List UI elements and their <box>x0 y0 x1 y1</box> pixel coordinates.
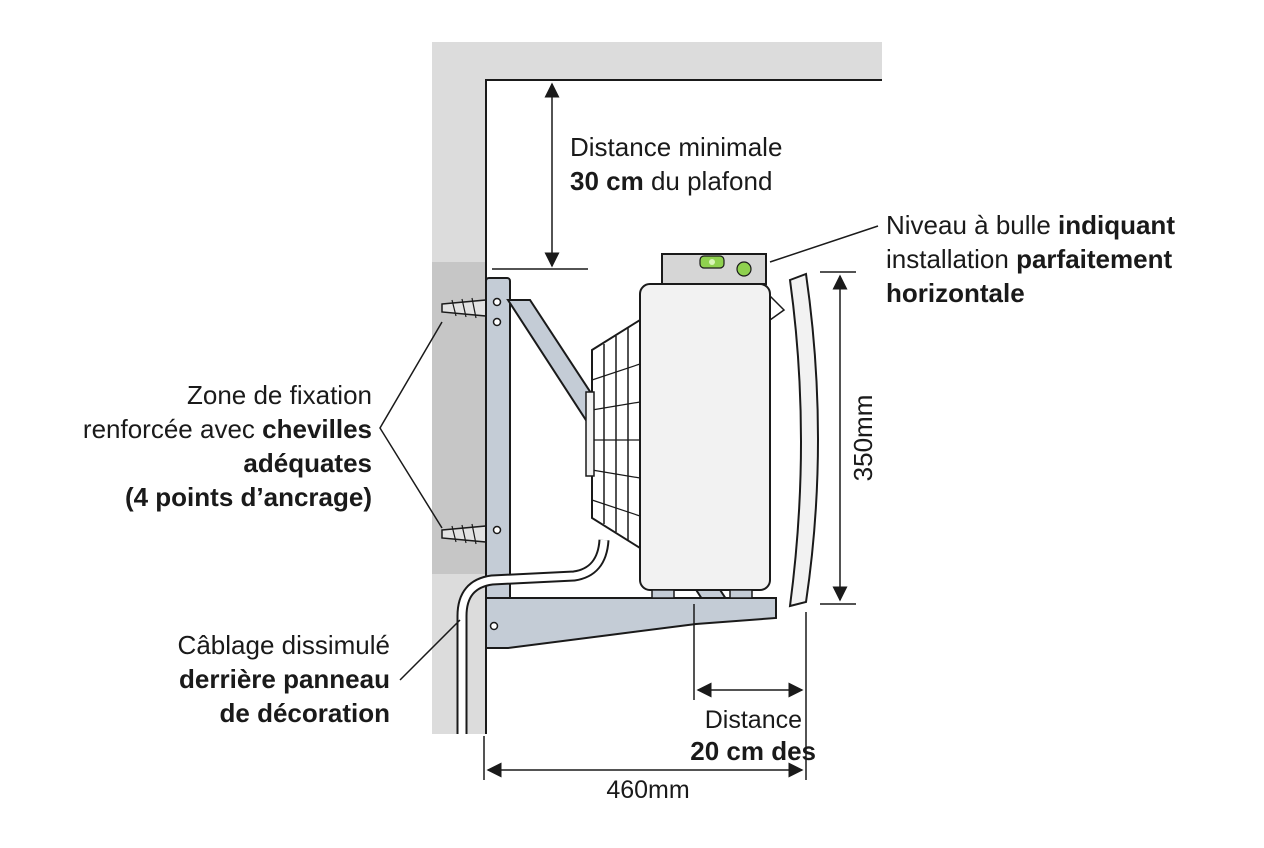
level-label-line1: Niveau à bulle indiquant <box>886 210 1175 240</box>
wall-anchors <box>441 297 487 545</box>
cable-label: Câblage dissimulé derrière panneau de dé… <box>178 630 390 728</box>
height-dimension-label: 350mm <box>848 395 878 482</box>
gap-label-line1: Distance <box>705 706 802 734</box>
depth-dimension <box>483 736 804 780</box>
fix-label-line3: adéquates <box>243 448 372 478</box>
clearance-label: Distance 20 cm des <box>690 706 816 766</box>
heater-body <box>639 283 771 591</box>
spirit-level-label: Niveau à bulle indiquant installation pa… <box>886 210 1175 308</box>
screw-icon <box>492 317 502 327</box>
height-dimension <box>820 271 856 605</box>
level-label-line2: installation parfaitement <box>886 244 1172 274</box>
cable-label-line3: de décoration <box>220 698 390 728</box>
heater-foot-right <box>729 589 753 599</box>
gap-label-line2: 20 cm des <box>690 736 816 766</box>
fixing-zone-leader-line <box>379 321 443 529</box>
fan-grille <box>585 318 641 550</box>
leader-lines <box>379 225 879 681</box>
spirit-level <box>661 253 767 285</box>
level-leader-line <box>769 225 879 263</box>
ceiling <box>432 42 882 80</box>
heater-foot-left <box>651 589 675 599</box>
concealed-cable <box>456 539 610 734</box>
fix-label-line2: renforcée avec chevilles <box>83 414 372 444</box>
bracket-wall-plate <box>485 277 511 649</box>
fix-label-line4: (4 points d’ancrage) <box>125 482 372 512</box>
ceiling-label-line1: Distance minimale <box>570 132 782 162</box>
ceiling-distance-label: Distance minimale 30 cm du plafond <box>570 132 782 196</box>
level-label-line3: horizontale <box>886 278 1025 308</box>
level-bubble-icon <box>709 259 715 265</box>
screw-icon <box>492 525 502 535</box>
curved-front-panel <box>788 272 819 608</box>
level-round-vial <box>736 261 752 277</box>
wall-structure <box>432 42 882 734</box>
ceiling-distance-dimension <box>492 82 588 270</box>
cable-leader-line <box>399 619 461 681</box>
heater-unit <box>585 272 819 608</box>
ceiling-label-line2: 30 cm du plafond <box>570 166 772 196</box>
cable-label-line1: Câblage dissimulé <box>178 630 390 660</box>
clearance-dimension <box>693 604 807 780</box>
screw-icon <box>492 297 502 307</box>
heater-top-lip <box>769 295 786 321</box>
cable-label-line2: derrière panneau <box>179 664 390 694</box>
screw-icon <box>489 621 499 631</box>
fixing-zone-label: Zone de fixation renforcée avec cheville… <box>83 380 372 512</box>
bracket-shelf <box>485 597 777 649</box>
anchor-top <box>441 297 487 319</box>
depth-dimension-label: 460mm <box>606 776 689 804</box>
fix-label-line1: Zone de fixation <box>187 380 372 410</box>
